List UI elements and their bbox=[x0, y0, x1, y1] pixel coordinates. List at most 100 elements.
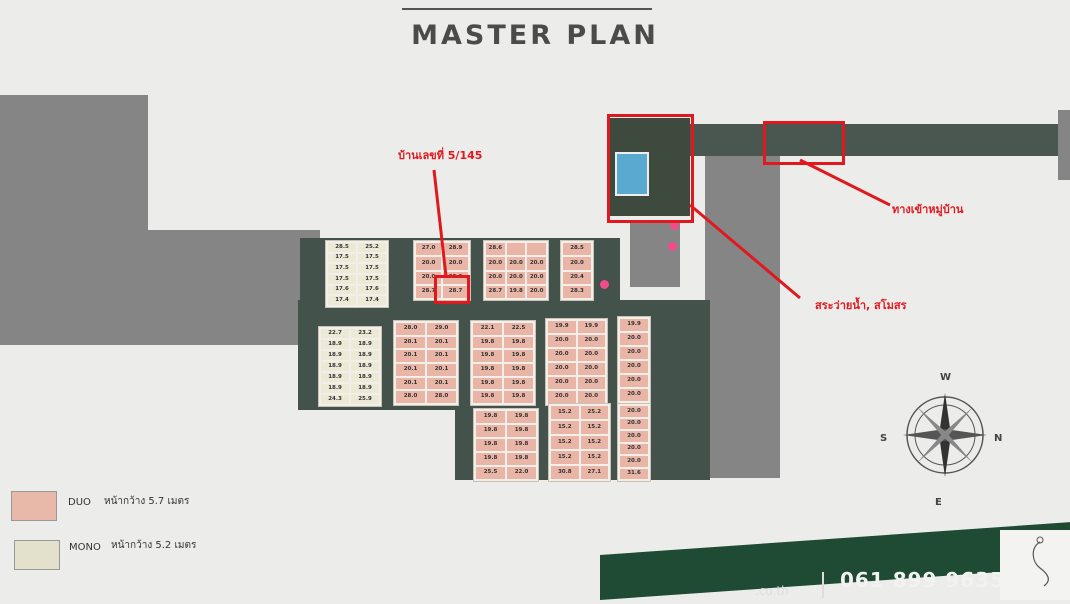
lot-plot: 19.9 bbox=[548, 321, 576, 333]
far-road-stub bbox=[1058, 110, 1070, 180]
lot-plot: 19.8 bbox=[473, 336, 502, 349]
lot-plot: 28.6 bbox=[486, 243, 505, 256]
footer-phone: 061 899 9635 bbox=[840, 568, 1006, 592]
lot-plot: 20.1 bbox=[427, 350, 456, 362]
lot-plot: 17.5 bbox=[358, 253, 386, 263]
lot-plot: 20.0 bbox=[486, 271, 505, 284]
lot-plot: 17.4 bbox=[358, 296, 386, 305]
lot-plot: 20.0 bbox=[620, 456, 648, 467]
lot-plot: 20.0 bbox=[506, 257, 526, 270]
lot-plot: 19.8 bbox=[473, 377, 502, 390]
lot-plot: 20.1 bbox=[396, 377, 425, 390]
pool-club-label: สระว่ายน้ำ, สโมสร bbox=[815, 299, 907, 312]
compass-rose-icon bbox=[903, 393, 987, 477]
compass-s: S bbox=[880, 433, 888, 444]
lot-plot: 17.4 bbox=[328, 296, 356, 305]
compass-w: W bbox=[940, 372, 952, 383]
entrance-label: ทางเข้าหมู่บ้าน bbox=[892, 203, 964, 216]
lot-plot: 18.9 bbox=[351, 340, 379, 349]
lot-plot: 15.2 bbox=[580, 436, 608, 449]
lot-plot: 20.0 bbox=[548, 349, 576, 361]
legend-duo-desc: หน้ากว้าง 5.7 เมตร bbox=[104, 496, 190, 507]
legend-mono-desc: หน้ากว้าง 5.2 เมตร bbox=[111, 540, 197, 551]
lot-plot: 22.7 bbox=[321, 329, 349, 338]
lot-plot: 20.0 bbox=[506, 271, 526, 284]
lot-plot: 28.7 bbox=[486, 285, 505, 298]
lot-plot: 29.0 bbox=[427, 323, 456, 335]
lot-plot: 19.8 bbox=[504, 377, 533, 390]
lot-plot: 25.9 bbox=[351, 395, 379, 404]
lot-plot: 24.3 bbox=[321, 395, 349, 404]
lot-plot: 20.0 bbox=[548, 335, 576, 347]
lot-plot: 17.5 bbox=[358, 274, 386, 284]
lot-plot: 19.8 bbox=[476, 425, 505, 437]
house-highlight-box bbox=[434, 275, 470, 304]
lot-plot: 18.9 bbox=[351, 373, 379, 382]
lot-plot bbox=[506, 243, 526, 256]
lot-plot: 30.8 bbox=[551, 466, 579, 479]
lot-plot: 25.2 bbox=[358, 243, 386, 252]
lot-plot: 20.0 bbox=[577, 363, 605, 375]
pink-marker bbox=[668, 242, 677, 251]
compass-n: N bbox=[994, 433, 1003, 444]
lot-plot: 25.5 bbox=[476, 467, 505, 479]
lot-plot: 20.0 bbox=[620, 406, 648, 417]
lot-plot: 20.1 bbox=[427, 377, 456, 390]
lot-plot: 15.2 bbox=[551, 451, 579, 464]
lot-plot: 25.2 bbox=[580, 406, 608, 419]
lot-plot: 19.9 bbox=[577, 321, 605, 333]
lot-plot: 31.6 bbox=[620, 468, 648, 479]
legend-duo-type: DUO bbox=[68, 497, 91, 508]
lot-plot bbox=[527, 243, 546, 256]
east-parking-area bbox=[705, 148, 780, 478]
legend-mono-type: MONO bbox=[69, 542, 101, 553]
lot-plot: 20.1 bbox=[396, 336, 425, 349]
lot-plot: 20.0 bbox=[620, 375, 648, 387]
lot-plot: 20.0 bbox=[416, 257, 441, 270]
lot-plot: 22.0 bbox=[507, 467, 536, 479]
lot-plot: 17.6 bbox=[358, 285, 386, 295]
lot-plot: 20.0 bbox=[563, 257, 591, 270]
lot-plot: 19.8 bbox=[504, 391, 533, 403]
lot-plot: 28.0 bbox=[427, 391, 456, 403]
lot-plot: 15.2 bbox=[580, 451, 608, 464]
lot-plot: 18.9 bbox=[321, 362, 349, 371]
lot-plot: 17.5 bbox=[328, 253, 356, 263]
lot-plot: 15.2 bbox=[580, 421, 608, 434]
lot-plot: 20.4 bbox=[563, 271, 591, 284]
main-road bbox=[130, 230, 320, 345]
lot-plot: 20.0 bbox=[620, 443, 648, 454]
lot-plot: 20.0 bbox=[620, 347, 648, 359]
lot-plot: 28.7 bbox=[443, 285, 468, 298]
lot-plot: 20.0 bbox=[548, 377, 576, 389]
house-number-label: บ้านเลขที่ 5/145 bbox=[398, 149, 483, 162]
logo-panel bbox=[1000, 530, 1070, 600]
lot-plot: 17.5 bbox=[358, 264, 386, 273]
swimming-pool bbox=[615, 152, 649, 196]
lot-plot: 20.1 bbox=[396, 363, 425, 376]
lot-plot: 28.0 bbox=[396, 391, 425, 403]
entrance-road bbox=[690, 124, 1058, 156]
lot-plot: 17.5 bbox=[328, 274, 356, 284]
lot-plot: 18.9 bbox=[351, 351, 379, 360]
legend-duo-swatch bbox=[11, 491, 57, 521]
lot-plot: 27.1 bbox=[580, 466, 608, 479]
lot-plot: 17.5 bbox=[328, 264, 356, 273]
title-rule bbox=[402, 8, 652, 10]
lot-plot: 20.0 bbox=[620, 361, 648, 373]
pool-highlight-box bbox=[607, 114, 694, 223]
compass-e: E bbox=[935, 497, 942, 508]
lot-plot: 15.2 bbox=[551, 421, 579, 434]
lot-plot: 18.9 bbox=[321, 340, 349, 349]
lot-plot: 20.0 bbox=[548, 363, 576, 375]
lot-plot: 20.0 bbox=[620, 418, 648, 429]
lot-plot: 20.0 bbox=[527, 285, 546, 298]
lot-plot: 20.0 bbox=[620, 333, 648, 345]
